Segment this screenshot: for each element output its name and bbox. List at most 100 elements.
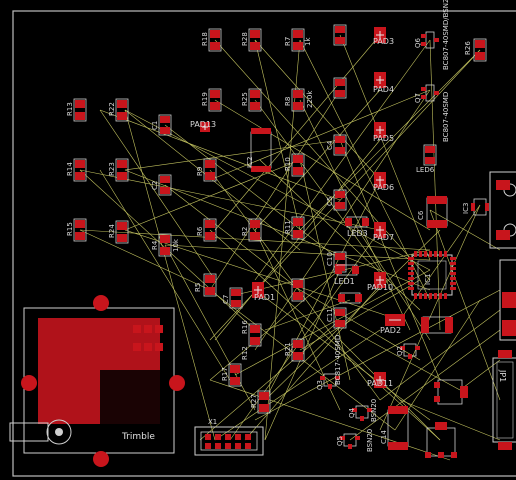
part-ic2[interactable] xyxy=(250,128,272,172)
label-r19: R19 xyxy=(201,92,209,106)
module-pin-3[interactable] xyxy=(155,325,163,333)
part-c9[interactable] xyxy=(421,316,453,334)
part-q3[interactable] xyxy=(320,373,340,389)
trimble-module-antenna xyxy=(100,370,160,424)
part-r10[interactable] xyxy=(291,153,305,177)
part-r22[interactable] xyxy=(115,98,129,122)
part-r7[interactable] xyxy=(291,28,305,52)
part-r13[interactable] xyxy=(73,98,87,122)
part-r11[interactable] xyxy=(291,216,305,240)
label-pad10: PAD10 xyxy=(367,283,393,292)
part-r9[interactable] xyxy=(203,158,217,182)
label-r16: R16 xyxy=(241,320,249,334)
part-q7[interactable] xyxy=(421,84,439,102)
trimble-module[interactable]: Trimble xyxy=(9,295,185,467)
board-outline xyxy=(12,10,516,477)
value-q6: BC807-40SMD/BSN20 xyxy=(442,0,450,70)
connector-ring[interactable] xyxy=(46,419,72,445)
part-r24[interactable] xyxy=(115,220,129,244)
connector-center xyxy=(55,428,63,436)
part-c4[interactable] xyxy=(333,134,347,156)
mount-hole-right[interactable] xyxy=(169,375,185,391)
label-r6: R6 xyxy=(196,226,204,236)
part-ic3[interactable] xyxy=(471,198,489,216)
part-pad3[interactable] xyxy=(374,27,386,43)
part-r14[interactable] xyxy=(73,158,87,182)
part-pad7[interactable] xyxy=(374,222,386,238)
label-pad3: PAD3 xyxy=(373,37,394,46)
part-c6[interactable] xyxy=(426,196,448,228)
label-c14: C14 xyxy=(380,430,388,444)
part-r4[interactable] xyxy=(158,233,172,257)
part-pad13[interactable] xyxy=(200,122,210,132)
mount-hole-bottom[interactable] xyxy=(93,451,109,467)
part-c-top[interactable] xyxy=(333,24,347,46)
mount-hole-top[interactable] xyxy=(93,295,109,311)
part-q4[interactable] xyxy=(352,405,372,421)
part-ic-bottom[interactable] xyxy=(425,422,457,458)
part-r19[interactable] xyxy=(208,88,222,112)
part-r27[interactable] xyxy=(257,390,271,414)
part-ic1[interactable] xyxy=(408,251,456,299)
part-c2[interactable] xyxy=(158,174,172,196)
part-pad4[interactable] xyxy=(374,72,386,88)
part-r28[interactable] xyxy=(248,28,262,52)
part-r18[interactable] xyxy=(208,28,222,52)
part-pad11[interactable] xyxy=(374,372,386,388)
part-pad10[interactable] xyxy=(374,272,386,288)
part-pad2[interactable] xyxy=(385,314,405,326)
part-r20[interactable] xyxy=(291,278,305,302)
part-q2[interactable] xyxy=(400,343,420,359)
part-pad5[interactable] xyxy=(374,122,386,138)
part-c14[interactable] xyxy=(387,406,409,450)
module-pin-4[interactable] xyxy=(133,343,141,351)
part-r2[interactable] xyxy=(248,218,262,242)
label-r4: R4 xyxy=(151,240,159,250)
label-q3: Q3 xyxy=(316,380,324,390)
label-jp1: JP1 xyxy=(498,369,507,382)
part-connector-right-2[interactable] xyxy=(499,259,516,341)
part-c7[interactable] xyxy=(229,287,243,309)
part-led1[interactable] xyxy=(335,264,359,276)
part-q5[interactable] xyxy=(340,433,360,449)
part-r12[interactable] xyxy=(248,323,262,347)
label-q5: Q5 xyxy=(336,436,344,446)
part-c1[interactable] xyxy=(158,114,172,136)
part-q6[interactable] xyxy=(421,31,439,49)
value-r7: 1k xyxy=(304,37,312,46)
part-r26[interactable] xyxy=(473,38,487,62)
part-ic4[interactable] xyxy=(434,379,468,405)
part-pad1[interactable] xyxy=(252,282,264,298)
part-c11[interactable] xyxy=(333,307,347,329)
part-r23[interactable] xyxy=(115,158,129,182)
part-led3[interactable] xyxy=(345,216,369,228)
part-x1[interactable] xyxy=(194,426,264,456)
part-c-mid1[interactable] xyxy=(333,77,347,99)
part-r21[interactable] xyxy=(291,338,305,362)
label-pad2: PAD2 xyxy=(380,326,401,335)
module-pin-6[interactable] xyxy=(155,343,163,351)
part-r8[interactable] xyxy=(291,88,305,112)
part-r17[interactable] xyxy=(228,363,242,387)
module-pin-2[interactable] xyxy=(144,325,152,333)
part-led2[interactable] xyxy=(338,292,362,304)
module-pin-5[interactable] xyxy=(144,343,152,351)
part-r5[interactable] xyxy=(203,273,217,297)
label-led6: LED6 xyxy=(416,166,435,174)
module-pin-1[interactable] xyxy=(133,325,141,333)
label-r14: R14 xyxy=(66,162,74,176)
ratsnest-airwires xyxy=(79,34,501,461)
part-c5[interactable] xyxy=(333,189,347,211)
part-r15[interactable] xyxy=(73,218,87,242)
label-c6: C6 xyxy=(417,210,425,220)
part-jp1[interactable] xyxy=(492,350,516,450)
part-pad6[interactable] xyxy=(374,172,386,188)
mount-hole-left[interactable] xyxy=(21,375,37,391)
label-c1: C1 xyxy=(151,121,159,130)
part-r25[interactable] xyxy=(248,88,262,112)
part-r6[interactable] xyxy=(203,218,217,242)
part-connector-right[interactable] xyxy=(489,171,516,249)
label-r25: R25 xyxy=(241,92,249,106)
part-led6[interactable] xyxy=(423,144,437,166)
